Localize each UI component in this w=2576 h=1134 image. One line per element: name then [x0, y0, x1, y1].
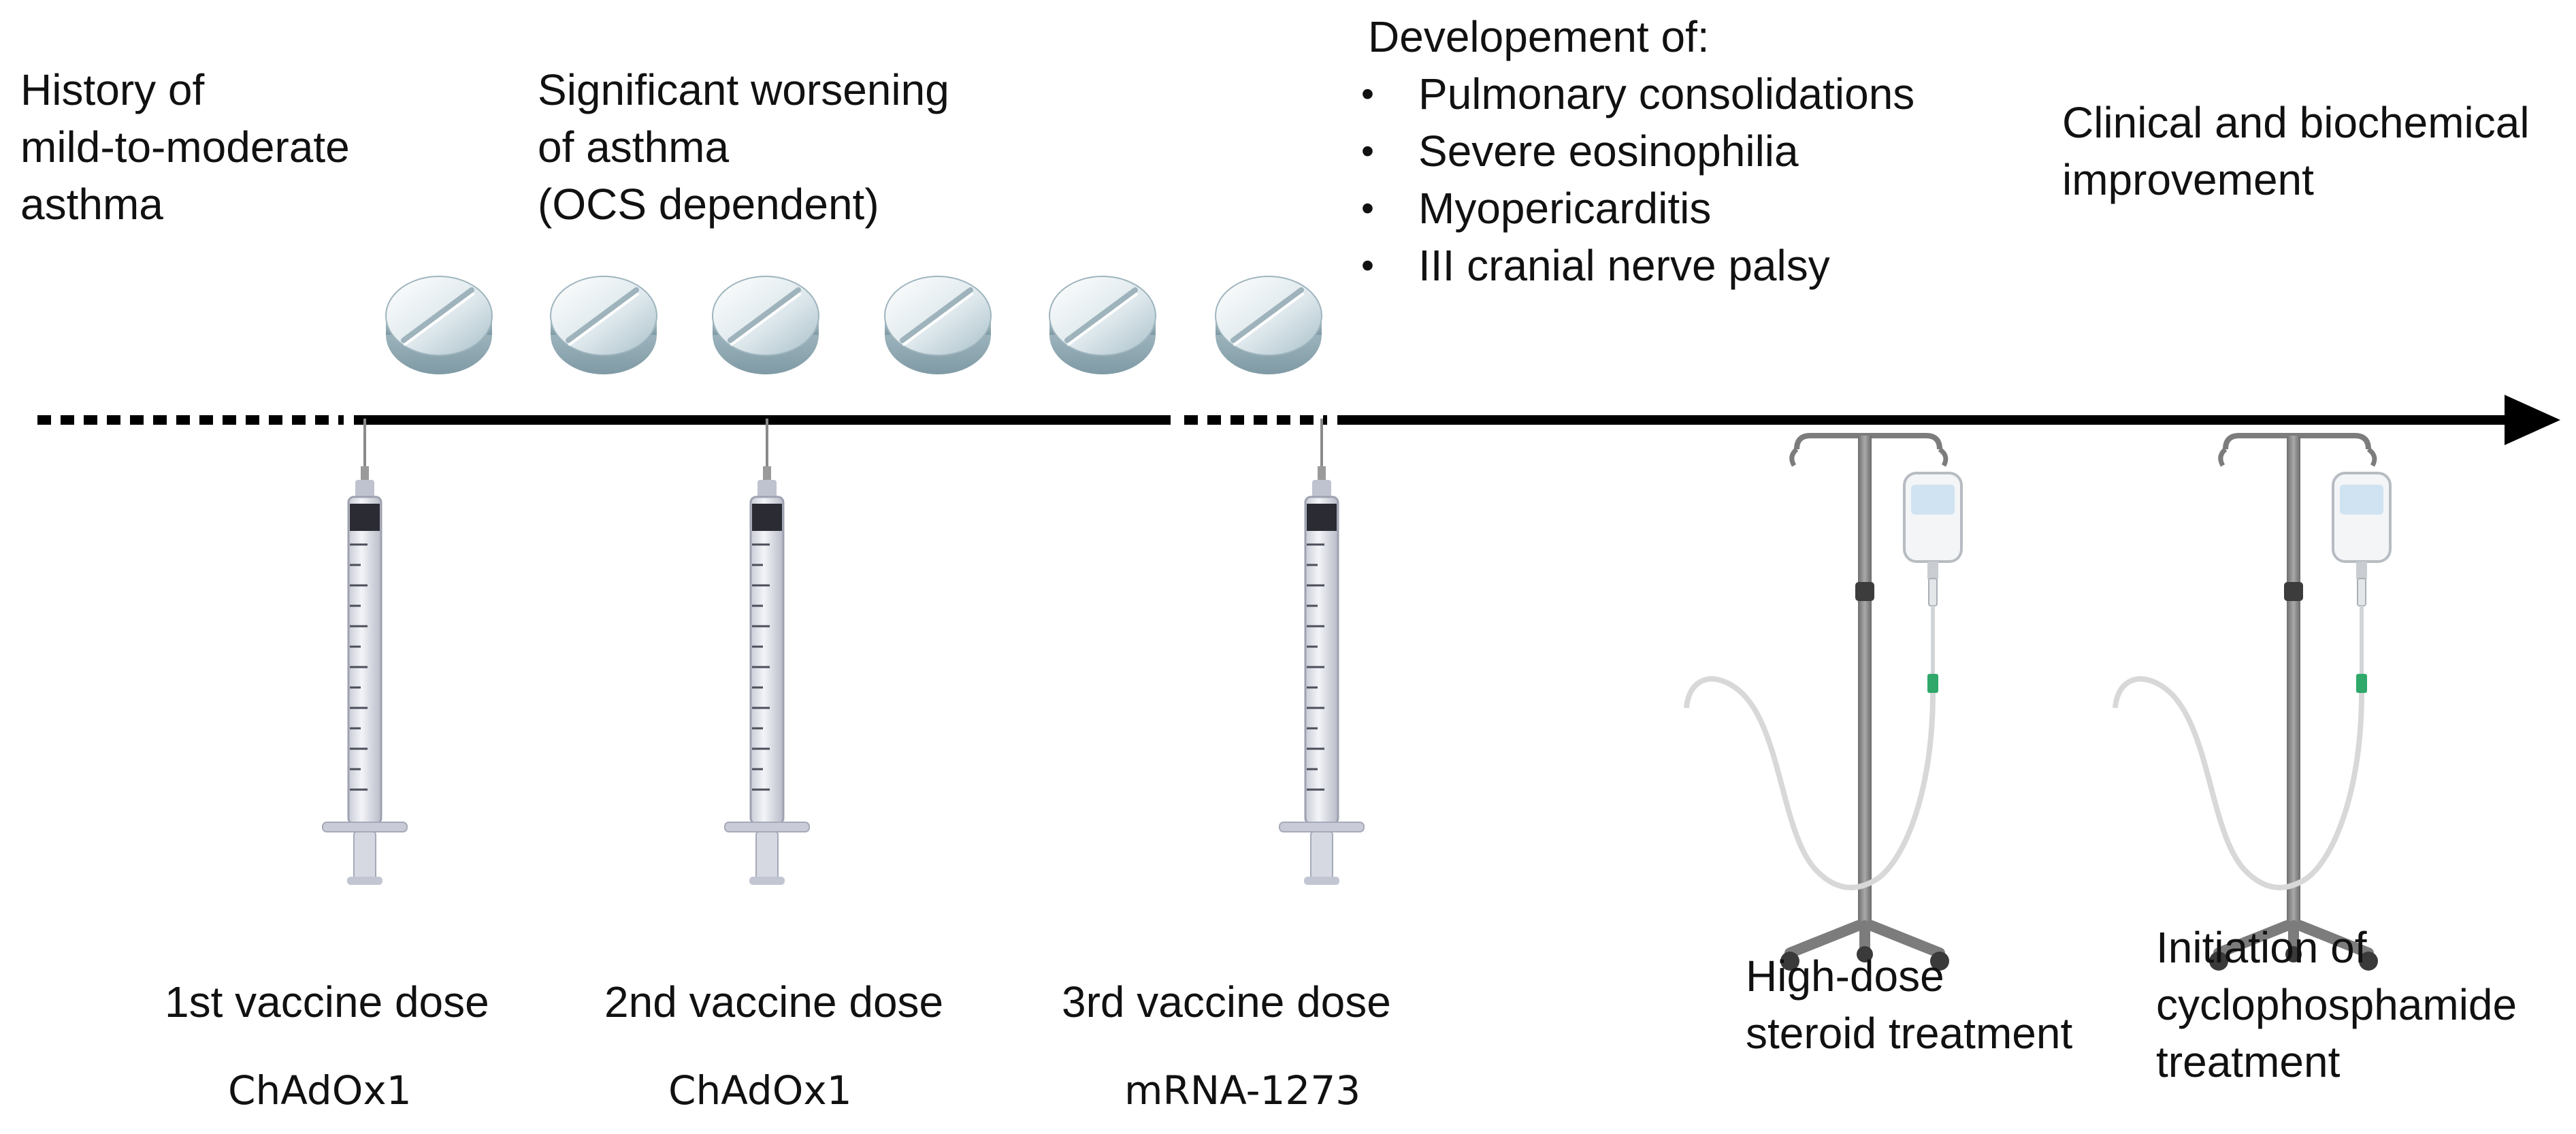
pill-row [386, 276, 1322, 374]
dose-label: 2nd vaccine dose [604, 977, 944, 1026]
vaccine-name: ChAdOx1 [668, 1067, 852, 1114]
history-line: History of [20, 65, 205, 114]
worsening-label: Significant worsening of asthma (OCS dep… [538, 61, 949, 233]
iv-drip-stand-icon [2115, 436, 2390, 971]
improvement-line: Clinical and biochemical [2062, 98, 2530, 147]
dose-label: 1st vaccine dose [165, 977, 489, 1026]
pill-tablet-icon [1049, 276, 1156, 374]
worsening-line: Significant worsening [538, 65, 949, 114]
treatment-cyclophosphamide-label: Initiation of cyclophosphamide treatment [2156, 919, 2517, 1090]
pill-tablet-icon [386, 276, 492, 374]
development-list: Pulmonary consolidations Severe eosinoph… [1361, 65, 1914, 294]
development-item: Pulmonary consolidations [1361, 65, 1914, 123]
vaccine-name: ChAdOx1 [228, 1067, 412, 1114]
improvement-line: improvement [2062, 155, 2314, 204]
treatment-steroid-label: High-dose steroid treatment [1746, 947, 2072, 1062]
vaccine-name: mRNA-1273 [1124, 1067, 1361, 1114]
treatment-line: steroid treatment [1746, 1009, 2073, 1058]
pill-tablet-icon [551, 276, 657, 374]
arrowhead-icon [2505, 395, 2560, 445]
pill-tablet-icon [713, 276, 819, 374]
syringe-icon [321, 417, 408, 886]
history-label: History of mild-to-moderate asthma [20, 61, 350, 233]
treatment-line: treatment [2156, 1037, 2341, 1086]
syringe-icon [723, 417, 811, 886]
dose-label: 3rd vaccine dose [1062, 977, 1391, 1026]
syringe-icon [1278, 417, 1365, 886]
development-item: III cranial nerve palsy [1361, 237, 1914, 294]
development-item: Myopericarditis [1361, 180, 1914, 237]
pill-tablet-icon [885, 276, 991, 374]
treatment-line: Initiation of [2156, 923, 2367, 972]
treatment-line: cyclophosphamide [2156, 980, 2517, 1029]
worsening-line: (OCS dependent) [538, 180, 879, 229]
development-item: Severe eosinophilia [1361, 123, 1914, 180]
timeline-arrow [37, 395, 2560, 445]
iv-drip-stand-icon [1686, 436, 1961, 971]
improvement-label: Clinical and biochemical improvement [2062, 94, 2530, 208]
history-line: asthma [20, 180, 163, 229]
history-line: mild-to-moderate [20, 123, 350, 172]
worsening-line: of asthma [538, 123, 730, 172]
pill-tablet-icon [1216, 276, 1322, 374]
treatment-line: High-dose [1746, 952, 1944, 1001]
development-heading: Developement of: [1368, 12, 1710, 61]
